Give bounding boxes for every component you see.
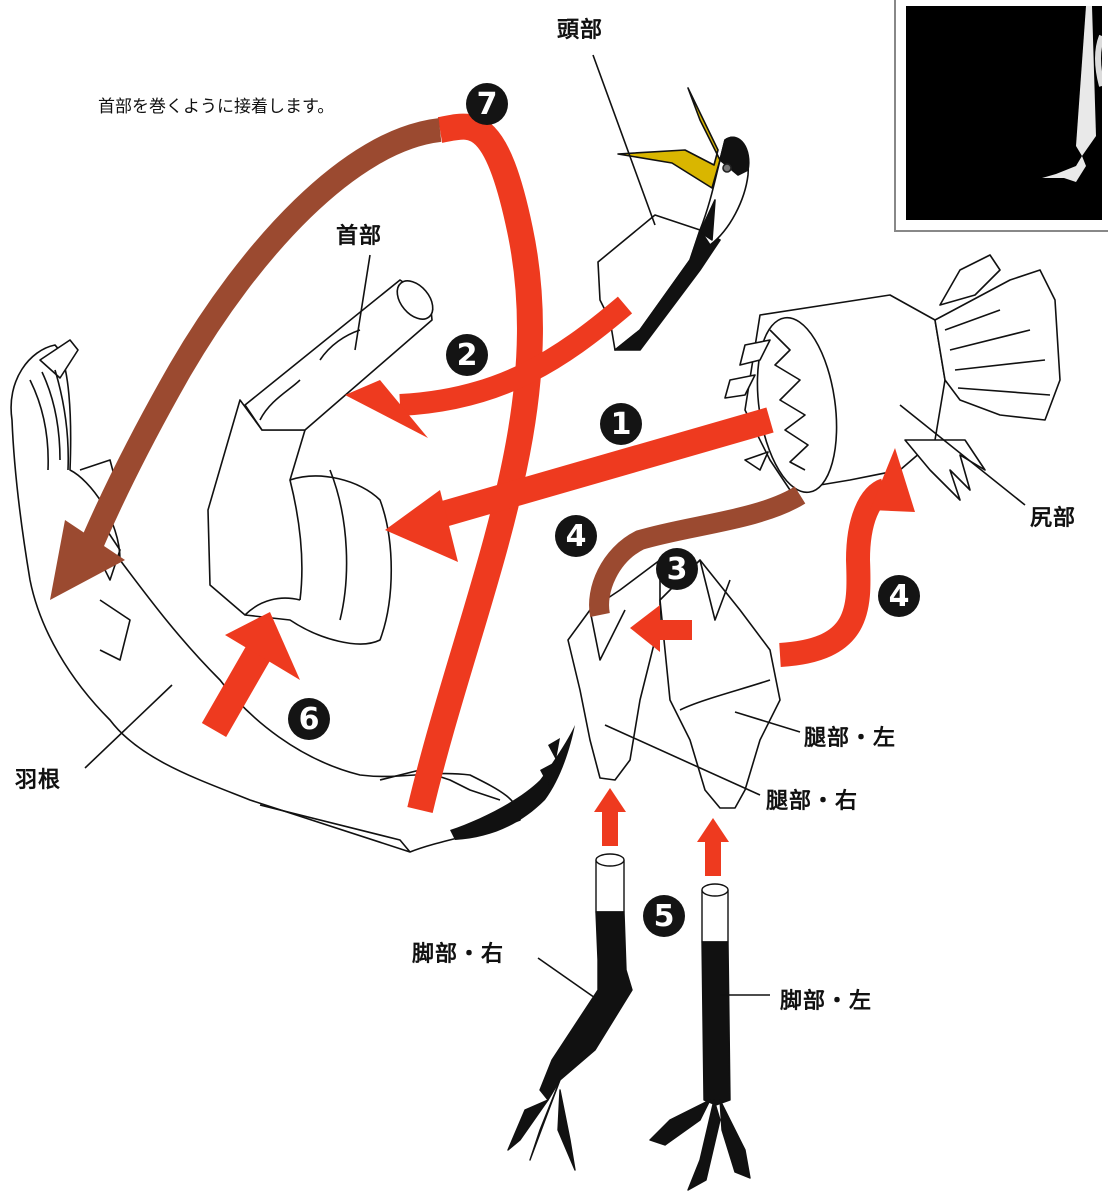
arrow-step4-brown [589, 486, 806, 617]
reference-photo [894, 0, 1108, 232]
arrow-step7-brown [73, 118, 442, 565]
label-leg-left: 脚部・左 [780, 989, 873, 1014]
reference-photo-image [906, 6, 1102, 220]
step-2-badge: 2 [446, 334, 488, 376]
label-thigh-right: 腿部・右 [766, 789, 859, 814]
neck-part [244, 279, 434, 431]
arrow-step2 [399, 296, 633, 416]
thigh-right-part [567, 559, 661, 781]
step-6-badge: 6 [288, 698, 330, 740]
step-4-badge-right: 4 [878, 575, 920, 617]
leg-right-part [507, 853, 633, 1171]
body-part [207, 399, 392, 645]
rump-part [724, 254, 1061, 501]
arrows [50, 113, 915, 876]
label-neck: 首部 [336, 224, 383, 249]
leg-left-part [649, 883, 751, 1191]
step-1-badge: 1 [600, 403, 642, 445]
label-head: 頭部 [557, 18, 604, 43]
label-leg-right: 脚部・右 [412, 942, 505, 967]
arrow-step4-red [779, 478, 891, 667]
thigh-left-part [659, 559, 781, 809]
arrow-step7-red [407, 113, 543, 814]
instruction-note: 首部を巻くように接着します。 [98, 97, 335, 117]
arrow-step6 [201, 643, 273, 737]
arrow-step1 [436, 407, 774, 528]
step-5-badge: 5 [643, 895, 685, 937]
step-7-badge: 7 [466, 83, 508, 125]
label-wing: 羽根 [15, 768, 62, 793]
step-3-badge: 3 [656, 548, 698, 590]
label-thigh-left: 腿部・左 [804, 726, 897, 751]
label-rump: 尻部 [1030, 506, 1077, 531]
leader-lines [84, 54, 1026, 1001]
step-4-badge-left: 4 [555, 515, 597, 557]
wing-tail-black [450, 725, 575, 840]
